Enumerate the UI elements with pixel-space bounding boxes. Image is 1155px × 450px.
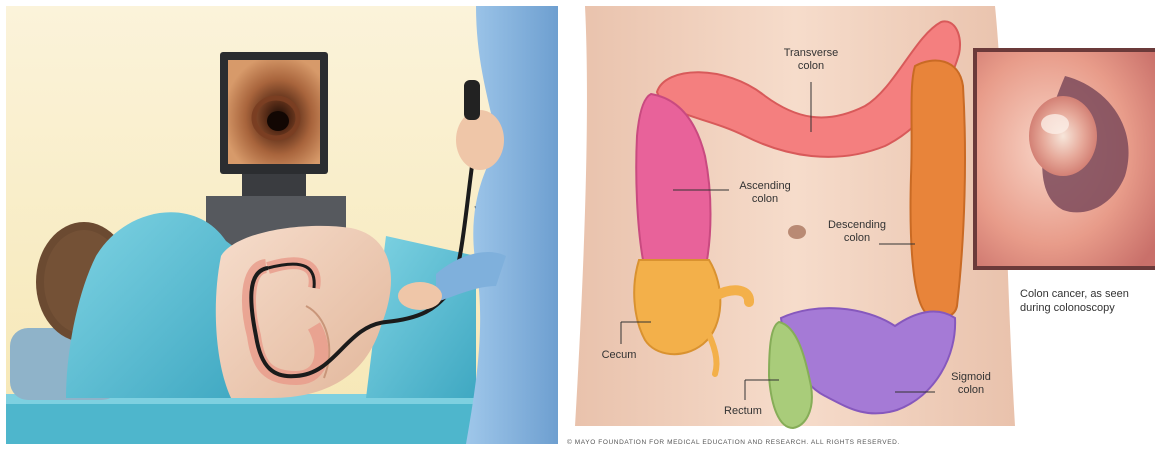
inset-caption: Colon cancer, as seen during colonoscopy bbox=[1020, 287, 1129, 315]
colonoscopy-inset-photo bbox=[973, 48, 1155, 270]
cecum bbox=[634, 260, 720, 354]
endoscope-handle bbox=[464, 80, 480, 120]
descending-colon bbox=[911, 61, 965, 318]
doctor-hand-lower bbox=[398, 282, 442, 310]
tumor bbox=[1029, 96, 1097, 176]
label-cecum: Cecum bbox=[602, 349, 637, 361]
caption-line-1: Colon cancer, as seen bbox=[1020, 287, 1129, 301]
caption-line-2: during colonoscopy bbox=[1020, 301, 1129, 315]
navel bbox=[788, 225, 806, 239]
monitor bbox=[206, 52, 346, 246]
doctor-hand-upper bbox=[456, 110, 504, 170]
label-rectum: Rectum bbox=[724, 405, 762, 417]
colonoscopy-procedure-illustration bbox=[6, 6, 558, 444]
copyright-notice: © MAYO FOUNDATION FOR MEDICAL EDUCATION … bbox=[567, 439, 900, 446]
